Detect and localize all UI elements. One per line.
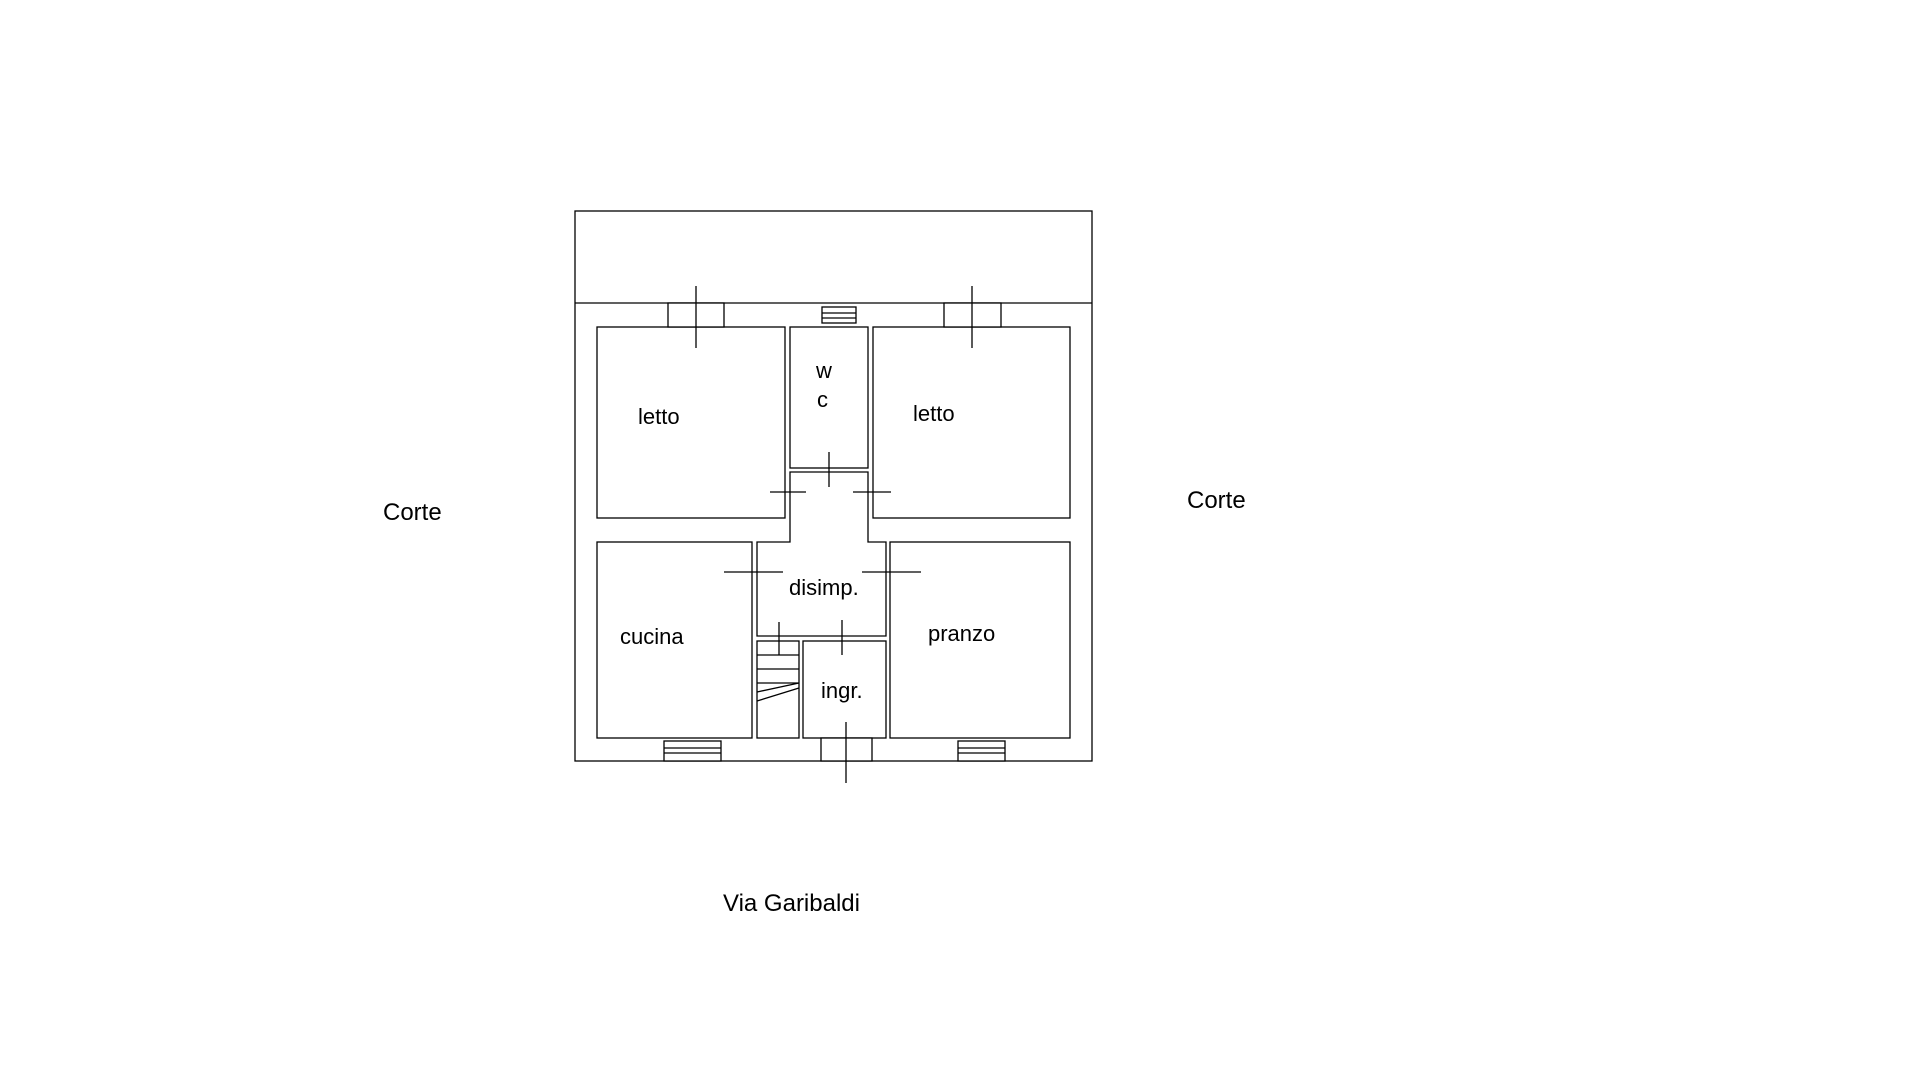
room-letto-right	[872, 326, 1071, 519]
stair-treads	[756, 654, 800, 702]
window-cucina	[663, 740, 722, 762]
room-wc	[789, 326, 869, 469]
doors-and-windows	[663, 286, 1006, 783]
label-wc-line1: w	[815, 358, 832, 383]
rooms	[596, 326, 1071, 739]
room-pranzo	[889, 541, 1071, 739]
window-pranzo	[957, 740, 1006, 762]
label-corte-right: Corte	[1187, 487, 1246, 514]
label-ingresso: ingr.	[821, 678, 863, 703]
window-wc	[821, 306, 857, 324]
surroundings-labels: Corte Corte Via Garibaldi	[383, 487, 1246, 917]
label-cucina: cucina	[620, 624, 684, 649]
label-letto-right: letto	[913, 401, 955, 426]
room-letto-left	[596, 326, 786, 519]
label-disimpegno: disimp.	[789, 575, 859, 600]
label-wc-line2: c	[817, 387, 828, 412]
label-pranzo: pranzo	[928, 621, 995, 646]
label-corte-left: Corte	[383, 499, 442, 526]
room-labels: letto w c letto disimp. cucina pranzo in…	[620, 358, 995, 703]
room-cucina	[596, 541, 753, 739]
label-letto-left: letto	[638, 404, 680, 429]
label-street: Via Garibaldi	[723, 890, 860, 917]
room-disimpegno	[756, 471, 887, 637]
